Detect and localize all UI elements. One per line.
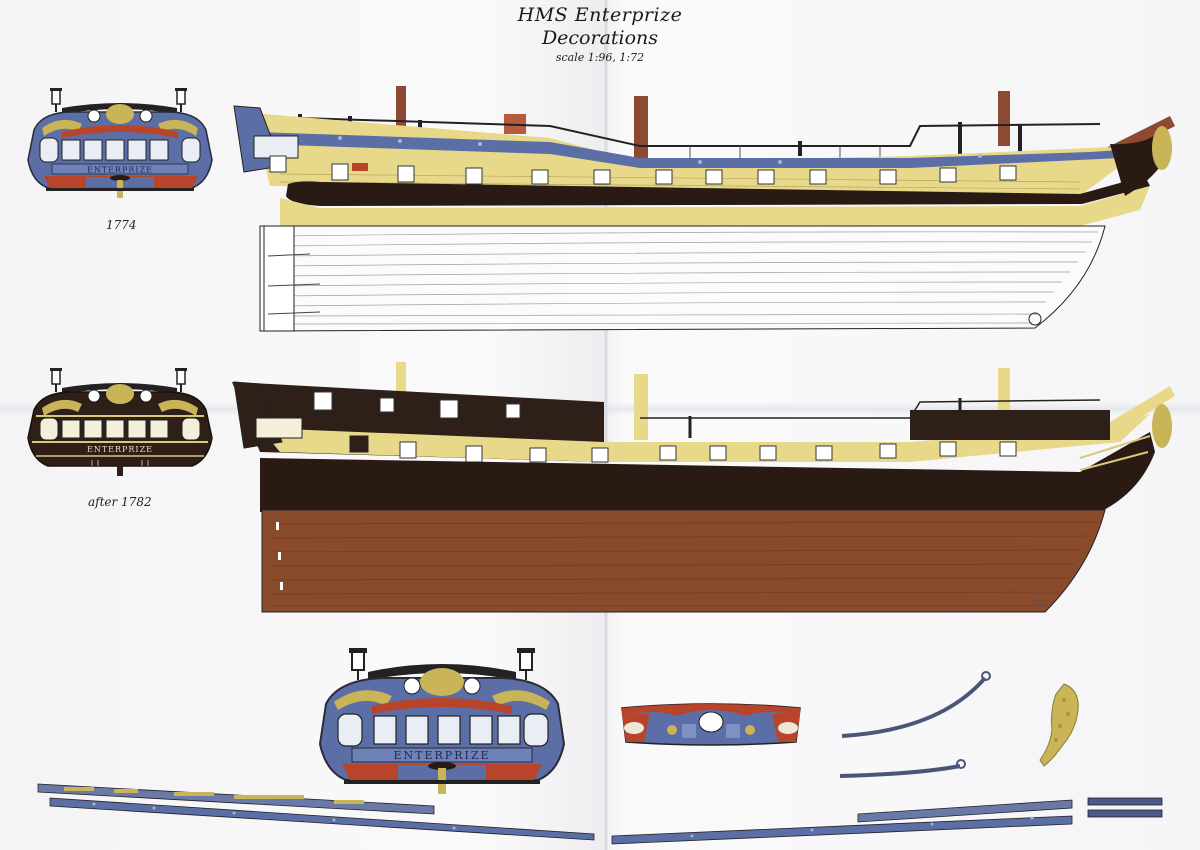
large-stern-decoration: ENTERPRIZE bbox=[318, 648, 566, 794]
head-rail-lower bbox=[839, 759, 966, 778]
stern-view-after-1782: ENTERPRIZE bbox=[27, 368, 213, 476]
profile-after-1782 bbox=[232, 362, 1175, 613]
stern-caption-after-1782: after 1782 bbox=[88, 495, 152, 509]
counter-panel bbox=[621, 703, 801, 746]
title-ship-name: HMS Enterprize bbox=[517, 4, 683, 26]
title-subtitle: Decorations bbox=[541, 27, 659, 49]
figurehead bbox=[1039, 683, 1079, 767]
stern-nameplate: ENTERPRIZE bbox=[87, 166, 153, 175]
stern-view-1774: ENTERPRIZE bbox=[27, 88, 213, 198]
lantern-icon bbox=[349, 648, 535, 680]
stern-caption-1774: 1774 bbox=[106, 218, 137, 232]
center-fold bbox=[604, 0, 608, 850]
lantern-icon bbox=[50, 368, 187, 392]
profile-1774 bbox=[233, 86, 1175, 332]
frieze-strip-starboard bbox=[611, 797, 1163, 845]
frieze-strip-port bbox=[37, 783, 595, 841]
title-scale: scale 1:96, 1:72 bbox=[555, 51, 645, 64]
stern-nameplate: ENTERPRIZE bbox=[87, 445, 153, 454]
lantern-icon bbox=[50, 88, 187, 112]
stern-nameplate: ENTERPRIZE bbox=[393, 749, 490, 762]
head-rail-upper bbox=[841, 671, 991, 738]
plan-title: HMS Enterprize Decorations scale 1:96, 1… bbox=[490, 4, 710, 66]
